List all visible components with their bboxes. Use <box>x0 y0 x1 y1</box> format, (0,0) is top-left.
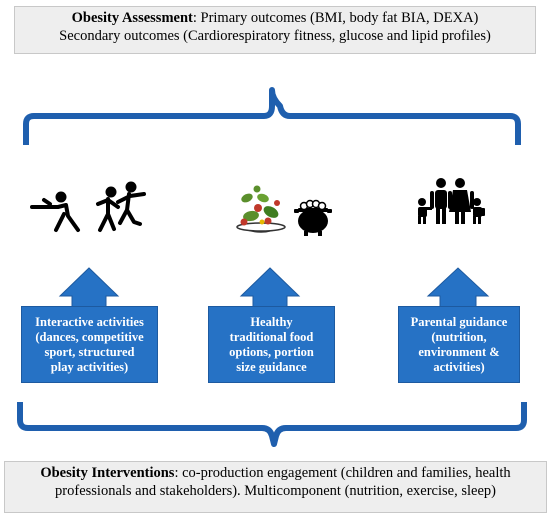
top-brace <box>23 87 521 145</box>
interventions-title: Obesity Interventions <box>40 465 175 481</box>
arrow-up-right <box>426 267 490 309</box>
intervention-label: Healthy traditional food options, portio… <box>229 314 314 374</box>
intervention-label: Parental guidance (nutrition, environmen… <box>410 314 508 374</box>
bottom-brace <box>17 402 527 447</box>
assessment-title: Obesity Assessment <box>71 10 193 26</box>
assessment-line-1: Obesity Assessment: Primary outcomes (BM… <box>15 9 535 27</box>
assessment-primary-outcomes: : Primary outcomes (BMI, body fat BIA, D… <box>192 10 479 26</box>
cooking-pot-icon <box>294 199 332 236</box>
interventions-co-production: : co-production engagement (children and… <box>174 465 511 481</box>
assessment-secondary-outcomes: Secondary outcomes (Cardiorespiratory fi… <box>59 28 491 44</box>
obesity-interventions-box: Obesity Interventions: co-production eng… <box>4 461 547 513</box>
intervention-label: Interactive activities (dances, competit… <box>35 314 144 374</box>
intervention-box-healthy-food: Healthy traditional food options, portio… <box>208 306 335 383</box>
interventions-multicomponent: professionals and stakeholders). Multico… <box>55 483 496 499</box>
salad-bowl-icon <box>236 185 286 233</box>
arrow-up-left <box>58 267 120 309</box>
intervention-box-parental-guidance: Parental guidance (nutrition, environmen… <box>398 306 520 383</box>
interventions-line-1: Obesity Interventions: co-production eng… <box>5 464 546 482</box>
arrow-up-middle <box>239 267 301 309</box>
playing-children-icon <box>30 181 146 232</box>
obesity-assessment-box: Obesity Assessment: Primary outcomes (BM… <box>14 6 536 54</box>
intervention-box-interactive-activities: Interactive activities (dances, competit… <box>21 306 158 383</box>
family-icon <box>418 178 485 224</box>
